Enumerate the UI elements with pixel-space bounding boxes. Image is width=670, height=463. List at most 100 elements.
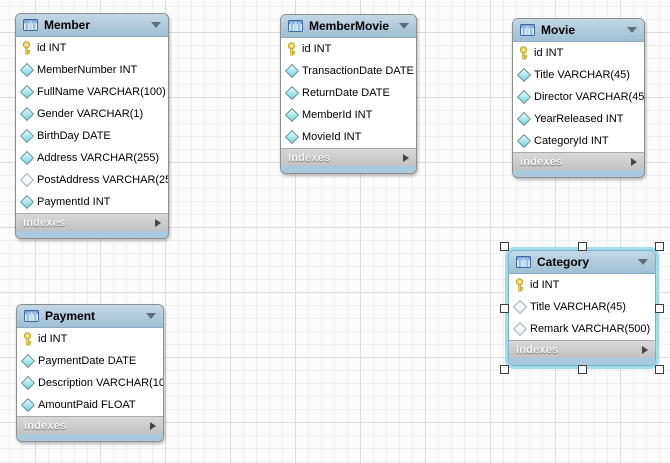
table-header-category[interactable]: Category [509,251,655,274]
column-label: Description VARCHAR(100) [38,377,164,389]
column-row[interactable]: CategoryId INT [513,130,644,152]
expand-arrow-icon[interactable] [642,345,648,354]
not-null-column-icon [19,150,34,166]
table-header-member[interactable]: Member [16,14,168,37]
indexes-bar[interactable]: Indexes [17,416,163,434]
selection-handle-nw[interactable] [500,242,509,251]
column-label: TransactionDate DATE [302,65,414,77]
column-row[interactable]: id INT [17,328,163,350]
not-null-column-icon [19,106,34,122]
collapse-arrow-icon[interactable] [638,259,648,265]
table-category: Category id INT Title VARCHAR(45) Remark… [500,242,664,374]
column-row[interactable]: AmountPaid FLOAT [17,394,163,416]
not-null-column-icon [516,133,531,149]
column-label: ReturnDate DATE [302,87,390,99]
column-row[interactable]: Description VARCHAR(100) [17,372,163,394]
expand-arrow-icon[interactable] [150,421,156,430]
table-header-movie[interactable]: Movie [513,19,644,42]
indexes-bar[interactable]: Indexes [16,213,168,231]
column-row[interactable]: id INT [281,38,416,60]
not-null-column-icon [20,353,35,369]
column-row[interactable]: MemberNumber INT [16,59,168,81]
column-label: Title VARCHAR(45) [530,301,626,313]
column-row[interactable]: YearReleased INT [513,108,644,130]
expand-arrow-icon[interactable] [631,157,637,166]
expand-arrow-icon[interactable] [403,153,409,162]
selection-handle-sw[interactable] [500,365,509,374]
table-title: Category [537,255,590,269]
column-row[interactable]: Title VARCHAR(45) [509,296,655,318]
table-title: Movie [541,23,576,37]
collapse-arrow-icon[interactable] [399,23,409,29]
column-label: MovieId INT [302,131,362,143]
table-footer-strip [509,358,655,365]
not-null-column-icon [284,129,299,145]
expand-arrow-icon[interactable] [155,218,161,227]
column-row[interactable]: id INT [509,274,655,296]
column-label: CategoryId INT [534,135,609,147]
column-row[interactable]: Director VARCHAR(45) [513,86,644,108]
column-row[interactable]: BirthDay DATE [16,125,168,147]
column-label: Director VARCHAR(45) [534,91,645,103]
column-row[interactable]: id INT [513,42,644,64]
column-row[interactable]: Remark VARCHAR(500) [509,318,655,340]
table-icon [288,20,303,32]
collapse-arrow-icon[interactable] [146,313,156,319]
column-row[interactable]: PostAddress VARCHAR(255) [16,169,168,191]
column-row[interactable]: MemberId INT [281,104,416,126]
selection-handle-ne[interactable] [655,242,664,251]
indexes-label: Indexes [24,419,67,432]
nullable-column-icon [512,321,527,337]
indexes-bar[interactable]: Indexes [509,340,655,358]
column-row[interactable]: ReturnDate DATE [281,82,416,104]
indexes-label: Indexes [520,155,563,168]
primary-key-icon [286,42,297,56]
indexes-label: Indexes [288,151,331,164]
table-header-payment[interactable]: Payment [17,305,163,328]
column-row[interactable]: PaymentDate DATE [17,350,163,372]
table-member: Member id INT MemberNumber INT FullName … [15,13,169,239]
indexes-bar[interactable]: Indexes [513,152,644,170]
column-row[interactable]: Address VARCHAR(255) [16,147,168,169]
column-row[interactable]: TransactionDate DATE [281,60,416,82]
table-title: Member [44,18,91,32]
table-title: MemberMovie [309,19,390,33]
column-label: PaymentId INT [37,196,111,208]
selection-handle-n[interactable] [578,242,587,251]
selection-handle-se[interactable] [655,365,664,374]
column-row[interactable]: Title VARCHAR(45) [513,64,644,86]
column-row[interactable]: MovieId INT [281,126,416,148]
column-row[interactable]: FullName VARCHAR(100) [16,81,168,103]
not-null-column-icon [516,67,531,83]
selection-handle-w[interactable] [500,304,509,313]
not-null-column-icon [20,397,35,413]
collapse-arrow-icon[interactable] [627,27,637,33]
indexes-bar[interactable]: Indexes [281,148,416,166]
column-label: MemberId INT [302,109,373,121]
table-icon [24,310,39,322]
primary-key-icon [514,278,525,292]
column-label: id INT [530,279,560,291]
primary-key-icon [518,46,529,60]
column-row[interactable]: PaymentId INT [16,191,168,213]
column-row[interactable]: id INT [16,37,168,59]
table-payment: Payment id INT PaymentDate DATE Descript… [16,304,164,442]
column-label: PaymentDate DATE [38,355,137,367]
column-label: id INT [534,47,564,59]
table-header-membermovie[interactable]: MemberMovie [281,15,416,38]
collapse-arrow-icon[interactable] [151,22,161,28]
indexes-label: Indexes [516,343,559,356]
indexes-label: Indexes [23,216,66,229]
table-icon [520,24,535,36]
column-row[interactable]: Gender VARCHAR(1) [16,103,168,125]
column-label: PostAddress VARCHAR(255) [37,174,169,186]
not-null-column-icon [516,111,531,127]
selection-handle-s[interactable] [578,365,587,374]
table-icon [23,19,38,31]
table-icon [516,256,531,268]
table-footer-strip [513,170,644,177]
selection-handle-e[interactable] [655,304,664,313]
column-label: Title VARCHAR(45) [534,69,630,81]
not-null-column-icon [19,194,34,210]
